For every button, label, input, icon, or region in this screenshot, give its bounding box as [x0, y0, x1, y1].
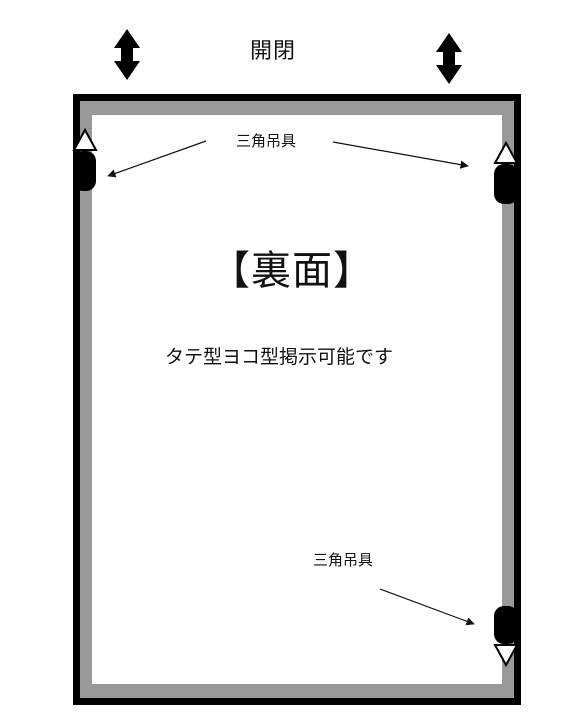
orientation-note: タテ型ヨコ型掲示可能です [165, 346, 394, 368]
open-close-label: 開閉 [250, 39, 297, 64]
back-side-heading: 【裏面】 [210, 248, 374, 294]
white-panel [92, 115, 502, 684]
hanger-top-left-icon [72, 127, 98, 191]
hanger-label-top: 三角吊具 [236, 132, 297, 150]
arrow-to-bottom-right-hanger [379, 588, 475, 626]
hanger-top-right-icon [493, 140, 519, 204]
hanger-label-bottom: 三角吊具 [313, 551, 374, 569]
double-arrow-left-icon [114, 29, 140, 80]
arrow-to-top-right-hanger [332, 141, 469, 169]
hanger-bottom-right-icon [493, 606, 519, 668]
arrow-to-top-left-hanger [107, 140, 207, 178]
double-arrow-right-icon [436, 33, 462, 84]
